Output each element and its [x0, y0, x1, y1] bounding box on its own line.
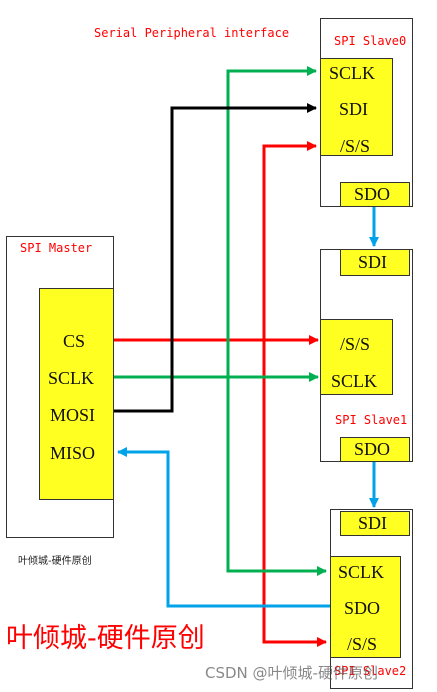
slave2-pins	[330, 556, 401, 658]
slave1-sdi	[340, 249, 410, 276]
slave2-pin-sclk: SCLK	[338, 562, 385, 582]
slave1-sdo	[340, 437, 410, 462]
master-pin-miso: MISO	[50, 443, 96, 463]
slave2-pin-ss: /S/S	[347, 634, 378, 654]
spi-master-pins	[39, 288, 114, 500]
slave0-pin-ss: /S/S	[340, 136, 371, 156]
slave1-pin-sclk: SCLK	[331, 371, 378, 391]
wire-miso-from-slave2	[117, 447, 330, 608]
slave0-inputs	[320, 58, 393, 156]
diagram-title: Serial Peripheral interface	[94, 26, 290, 40]
wire-mosi-to-slave0	[114, 103, 317, 413]
master-pin-cs: CS	[63, 331, 86, 351]
slave0-sdo	[340, 182, 410, 207]
spi-slave1-title: SPI Slave1	[335, 413, 408, 427]
slave2-pin-sdo: SDO	[344, 598, 381, 618]
spi-slave2-title: SPI Slave2	[334, 664, 407, 678]
slave1-pin-ss: /S/S	[340, 334, 371, 354]
wire-sclk-to-slave0	[226, 66, 317, 377]
wire-cs-to-slave2	[262, 340, 327, 647]
slave1-pin-sdo: SDO	[354, 439, 391, 459]
slave2-sdi	[340, 511, 410, 536]
wire-sclk-to-slave2	[226, 377, 327, 576]
csdn-watermark: CSDN @叶倾城-硬件原创	[205, 664, 378, 682]
caption-small: 叶倾城-硬件原创	[18, 556, 92, 567]
slave0-pin-sclk: SCLK	[329, 63, 376, 83]
slave0-pin-sdo: SDO	[354, 184, 391, 204]
spi-master-title: SPI Master	[20, 241, 93, 255]
watermark-big: 叶倾城-硬件原创	[6, 623, 205, 654]
slave1-inputs	[320, 319, 393, 395]
slave2-pin-sdi: SDI	[358, 513, 388, 533]
master-pin-mosi: MOSI	[50, 405, 96, 425]
slave1-pin-sdi: SDI	[358, 252, 388, 272]
master-pin-sclk: SCLK	[48, 368, 95, 388]
wire-cs-to-slave0	[262, 141, 317, 340]
spi-slave0-title: SPI Slave0	[334, 34, 407, 48]
slave0-pin-sdi: SDI	[339, 99, 369, 119]
